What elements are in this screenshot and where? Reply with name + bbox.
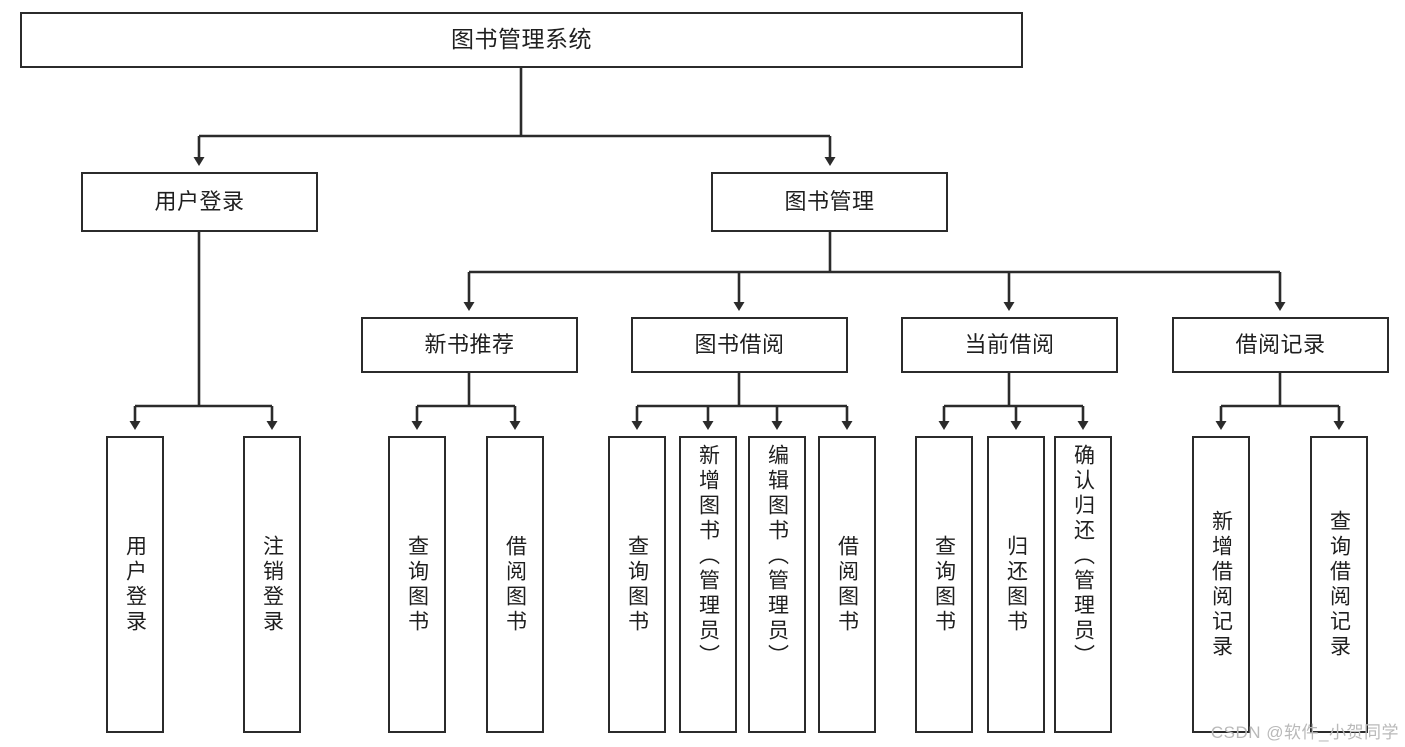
- node-leaf-borrow-book-recommend-label: 借阅图书: [503, 534, 527, 635]
- node-leaf-query-book-borrow-label: 查询图书: [625, 534, 649, 635]
- node-book-borrow[interactable]: 图书借阅: [631, 317, 848, 373]
- node-root[interactable]: 图书管理系统: [20, 12, 1023, 68]
- node-leaf-add-borrow-record[interactable]: 新增借阅记录: [1192, 436, 1250, 733]
- node-leaf-borrow-book[interactable]: 借阅图书: [818, 436, 876, 733]
- node-leaf-borrow-book-recommend[interactable]: 借阅图书: [486, 436, 544, 733]
- node-leaf-query-book-current-label: 查询图书: [932, 534, 956, 635]
- node-new-book-recommend[interactable]: 新书推荐: [361, 317, 578, 373]
- node-leaf-edit-book-admin[interactable]: 编辑图书（管理员）: [748, 436, 806, 733]
- node-user-login-label: 用户登录: [154, 188, 245, 214]
- node-current-borrow[interactable]: 当前借阅: [901, 317, 1118, 373]
- csdn-watermark: CSDN @软件_小贺同学: [1210, 723, 1399, 742]
- node-leaf-query-book-recommend-label: 查询图书: [405, 534, 429, 635]
- node-leaf-query-borrow-record-label: 查询借阅记录: [1327, 509, 1351, 660]
- node-leaf-query-book-borrow[interactable]: 查询图书: [608, 436, 666, 733]
- node-book-borrow-label: 图书借阅: [694, 331, 785, 357]
- node-leaf-edit-book-admin-label: 编辑图书（管理员）: [765, 444, 789, 669]
- node-root-label: 图书管理系统: [451, 26, 592, 53]
- node-leaf-confirm-return-admin[interactable]: 确认归还（管理员）: [1054, 436, 1112, 733]
- node-leaf-logout[interactable]: 注销登录: [243, 436, 301, 733]
- node-borrow-records-label: 借阅记录: [1235, 331, 1326, 357]
- node-leaf-query-borrow-record[interactable]: 查询借阅记录: [1310, 436, 1368, 733]
- node-leaf-return-book-label: 归还图书: [1004, 534, 1028, 635]
- node-leaf-return-book[interactable]: 归还图书: [987, 436, 1045, 733]
- node-leaf-user-login[interactable]: 用户登录: [106, 436, 164, 733]
- node-leaf-confirm-return-admin-label: 确认归还（管理员）: [1071, 444, 1095, 669]
- node-user-login[interactable]: 用户登录: [81, 172, 318, 232]
- node-leaf-add-book-admin-label: 新增图书（管理员）: [696, 444, 720, 669]
- node-current-borrow-label: 当前借阅: [964, 331, 1055, 357]
- node-leaf-add-book-admin[interactable]: 新增图书（管理员）: [679, 436, 737, 733]
- node-leaf-query-book-recommend[interactable]: 查询图书: [388, 436, 446, 733]
- node-book-management[interactable]: 图书管理: [711, 172, 948, 232]
- node-borrow-records[interactable]: 借阅记录: [1172, 317, 1389, 373]
- node-leaf-user-login-label: 用户登录: [123, 534, 147, 635]
- node-book-management-label: 图书管理: [784, 188, 875, 214]
- node-new-book-recommend-label: 新书推荐: [424, 331, 515, 357]
- node-leaf-borrow-book-label: 借阅图书: [835, 534, 859, 635]
- node-leaf-query-book-current[interactable]: 查询图书: [915, 436, 973, 733]
- node-leaf-add-borrow-record-label: 新增借阅记录: [1209, 509, 1233, 660]
- node-leaf-logout-label: 注销登录: [260, 534, 284, 635]
